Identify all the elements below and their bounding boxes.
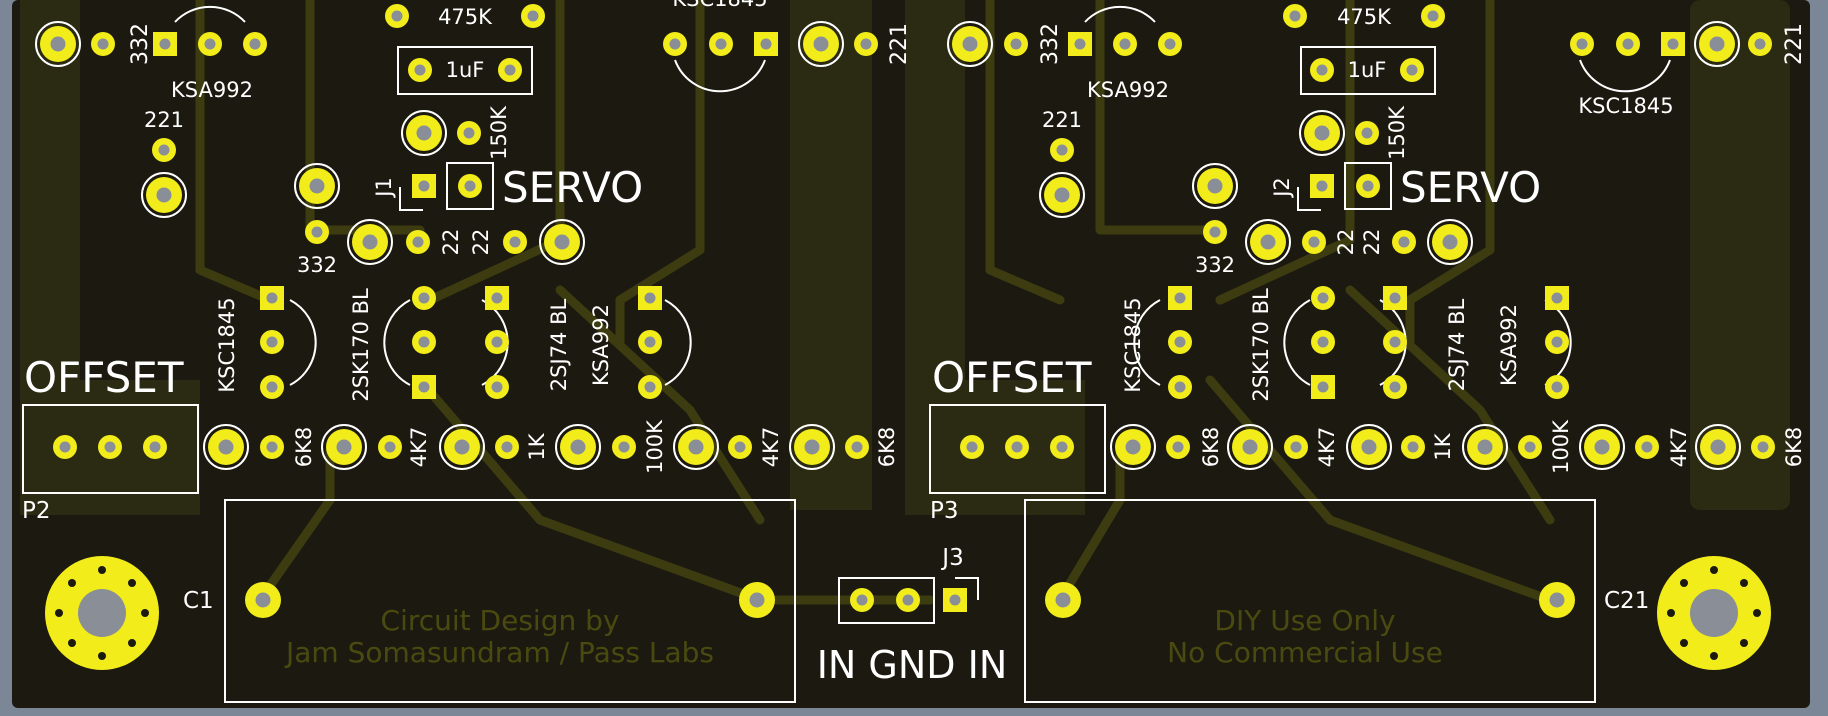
- label-q-ksa992-top: KSA992: [171, 78, 253, 102]
- label-r-221-top: 221: [887, 23, 912, 65]
- label-r-6k8-b: 6K8: [875, 427, 899, 468]
- copper-text-credit-2: Jam Somasundram / Pass Labs: [284, 636, 714, 669]
- label-r-221-top-r: 221: [1782, 23, 1807, 65]
- label-r-332-low-r: 332: [1195, 253, 1235, 277]
- label-r-1k-r: 1K: [1431, 432, 1455, 460]
- label-r-221-mid: 221: [144, 108, 184, 132]
- label-r-22-a-r: 22: [1334, 229, 1358, 256]
- label-q-ksc1845-r: KSC1845: [1121, 297, 1145, 392]
- label-q-ksc1845: KSC1845: [215, 297, 239, 392]
- label-servo: SERVO: [502, 163, 643, 212]
- label-j1: J1: [372, 177, 396, 199]
- label-r-4k7-a-r: 4K7: [1315, 427, 1339, 468]
- label-q-ksa992-r: KSA992: [1497, 304, 1521, 386]
- copper-text-credit-1: Circuit Design by: [381, 604, 620, 637]
- label-r-100k: 100K: [643, 419, 667, 474]
- label-r-1k: 1K: [525, 432, 549, 460]
- mounting-hole-right: [1657, 556, 1771, 670]
- label-cap-1uf: 1uF: [446, 58, 485, 82]
- label-c21: C21: [1604, 588, 1649, 614]
- label-r-332-low: 332: [297, 253, 337, 277]
- input-connector: J3 IN GND IN: [817, 545, 1008, 687]
- copper-text-notice-1: DIY Use Only: [1214, 604, 1395, 637]
- label-in-gnd-in: IN GND IN: [817, 643, 1008, 687]
- label-r-150k: 150K: [487, 105, 511, 160]
- right-channel: 332 KSA992 475K 1uF KSC1845 221 221 150K…: [929, 4, 1807, 703]
- label-q-ksa992: KSA992: [589, 304, 613, 386]
- label-j3: J3: [940, 545, 963, 571]
- label-r-6k8-a-r: 6K8: [1199, 427, 1223, 468]
- label-p3: P3: [930, 498, 959, 524]
- label-q-2sk170: 2SK170 BL: [349, 288, 373, 402]
- label-j2: J2: [1270, 177, 1294, 199]
- label-r-475k-r: 475K: [1337, 5, 1392, 29]
- label-r-4k7-b-r: 4K7: [1667, 427, 1691, 468]
- label-q-ksc1845-top: KSC1845: [672, 0, 767, 11]
- left-channel: 332 KSA992 475K 1uF KSC1845 221 221 150K…: [22, 0, 912, 703]
- label-r-6k8-a: 6K8: [292, 427, 316, 468]
- label-r-150k-r: 150K: [1385, 105, 1409, 160]
- label-r-332-top-r: 332: [1038, 23, 1063, 65]
- copper-text-notice-2: No Commercial Use: [1167, 636, 1443, 669]
- label-cap-1uf-r: 1uF: [1348, 58, 1387, 82]
- label-r-332-top: 332: [128, 23, 153, 65]
- label-p2: P2: [22, 498, 51, 524]
- label-r-6k8-b-r: 6K8: [1782, 427, 1806, 468]
- label-r-4k7-a: 4K7: [407, 427, 431, 468]
- label-r-475k: 475K: [438, 5, 493, 29]
- label-r-22-b: 22: [469, 229, 493, 256]
- label-r-22-a: 22: [439, 229, 463, 256]
- label-servo-r: SERVO: [1400, 163, 1541, 212]
- label-offset-r: OFFSET: [932, 353, 1092, 402]
- label-q-2sj74-r: 2SJ74 BL: [1445, 299, 1469, 392]
- label-r-100k-r: 100K: [1549, 419, 1573, 474]
- mounting-hole-left: [45, 556, 159, 670]
- label-offset: OFFSET: [24, 353, 184, 402]
- label-r-221-mid-r: 221: [1042, 108, 1082, 132]
- label-q-2sk170-r: 2SK170 BL: [1249, 288, 1273, 402]
- label-q-2sj74: 2SJ74 BL: [547, 299, 571, 392]
- label-q-ksa992-top-r: KSA992: [1087, 78, 1169, 102]
- label-r-4k7-b: 4K7: [759, 427, 783, 468]
- label-q-ksc1845-top-r: KSC1845: [1578, 94, 1673, 118]
- label-c1: C1: [183, 588, 214, 614]
- label-r-22-b-r: 22: [1360, 229, 1384, 256]
